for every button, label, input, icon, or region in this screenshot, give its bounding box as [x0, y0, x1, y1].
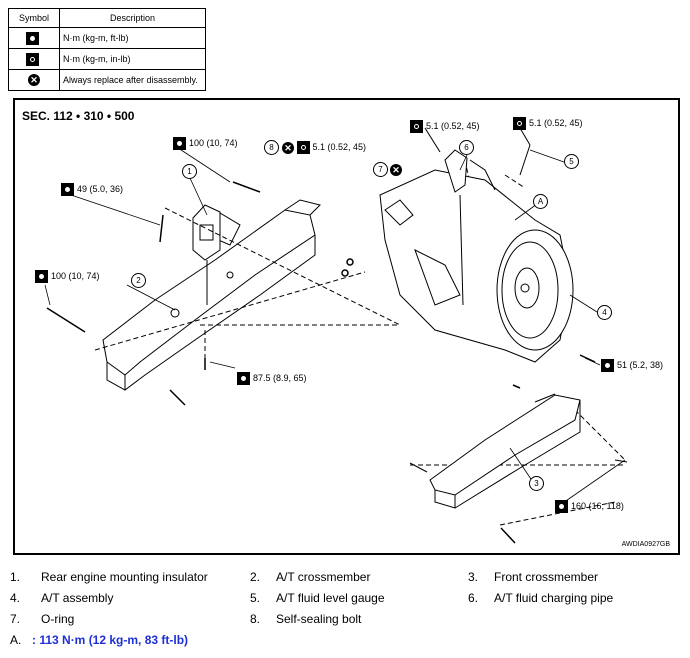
legend-row-3-text: Always replace after disassembly.	[59, 69, 206, 91]
torque-wrench-inlb-icon	[26, 52, 39, 66]
callout-3: 3	[529, 476, 544, 491]
front-crossmember-drawing	[409, 393, 628, 544]
exploded-diagram: SEC. 112 • 310 • 500 100 (10, 74) 49 (5.…	[13, 98, 680, 555]
torque-wrench-icon	[601, 359, 614, 372]
replace-x-icon: ✕	[282, 141, 294, 154]
legend-header-symbol: Symbol	[8, 8, 60, 28]
torque-wrench-icon	[173, 137, 186, 150]
callout-7: 7	[373, 162, 388, 177]
replace-x-icon: ✕	[28, 74, 40, 86]
callout-5: 5	[564, 154, 579, 169]
callout-6: 6	[459, 140, 474, 155]
legend-row-2-text: N·m (kg-m, in-lb)	[59, 48, 206, 70]
torque-wrench-icon	[237, 372, 250, 385]
callout-2: 2	[131, 273, 146, 288]
torque-wrench-icon	[61, 183, 74, 196]
torque-label-4: 87.5 (8.9, 65)	[237, 372, 307, 385]
legend-header-description: Description	[59, 8, 206, 28]
torque-label-3: 100 (10, 74)	[35, 270, 100, 283]
callout-leaders	[44, 145, 626, 506]
torque-label-1: 100 (10, 74)	[173, 137, 238, 150]
symbol-legend-table: Symbol Description N·m (kg-m, ft-lb) N·m…	[8, 8, 206, 91]
callout-7-group: 7✕	[373, 162, 402, 177]
torque-label-6: 5.1 (0.52, 45)	[410, 120, 480, 133]
legend-row-1-text: N·m (kg-m, ft-lb)	[59, 27, 206, 49]
torque-label-2: 49 (5.0, 36)	[61, 183, 123, 196]
torque-wrench-inlb-icon	[296, 141, 310, 155]
charging-pipe-drawing	[424, 127, 531, 193]
bolts	[46, 181, 596, 406]
torque-wrench-icon	[555, 500, 568, 513]
torque-wrench-icon	[35, 270, 48, 283]
torque-wrench-inlb-icon	[513, 117, 526, 130]
callout-4: 4	[597, 305, 612, 320]
diagram-drawing	[44, 127, 628, 544]
callout-a: A	[533, 194, 548, 209]
callout-8: 8	[264, 140, 279, 155]
torque-label-8: 51 (5.2, 38)	[601, 359, 663, 372]
torque-wrench-inlb-icon	[410, 120, 423, 133]
torque-label-9: 160 (16, 118)	[555, 500, 624, 513]
figure-code: AWDIA0927GB	[621, 541, 670, 548]
replace-x-icon: ✕	[390, 163, 402, 176]
torque-label-5: 8✕ 5.1 (0.52, 45)	[264, 140, 366, 155]
torque-label-7: 5.1 (0.52, 45)	[513, 117, 583, 130]
mounting-insulator-drawing	[192, 204, 221, 305]
section-title: SEC. 112 • 310 • 500	[22, 109, 135, 123]
callout-1: 1	[182, 164, 197, 179]
at-assembly-drawing	[379, 169, 574, 363]
torque-wrench-icon	[26, 31, 39, 45]
